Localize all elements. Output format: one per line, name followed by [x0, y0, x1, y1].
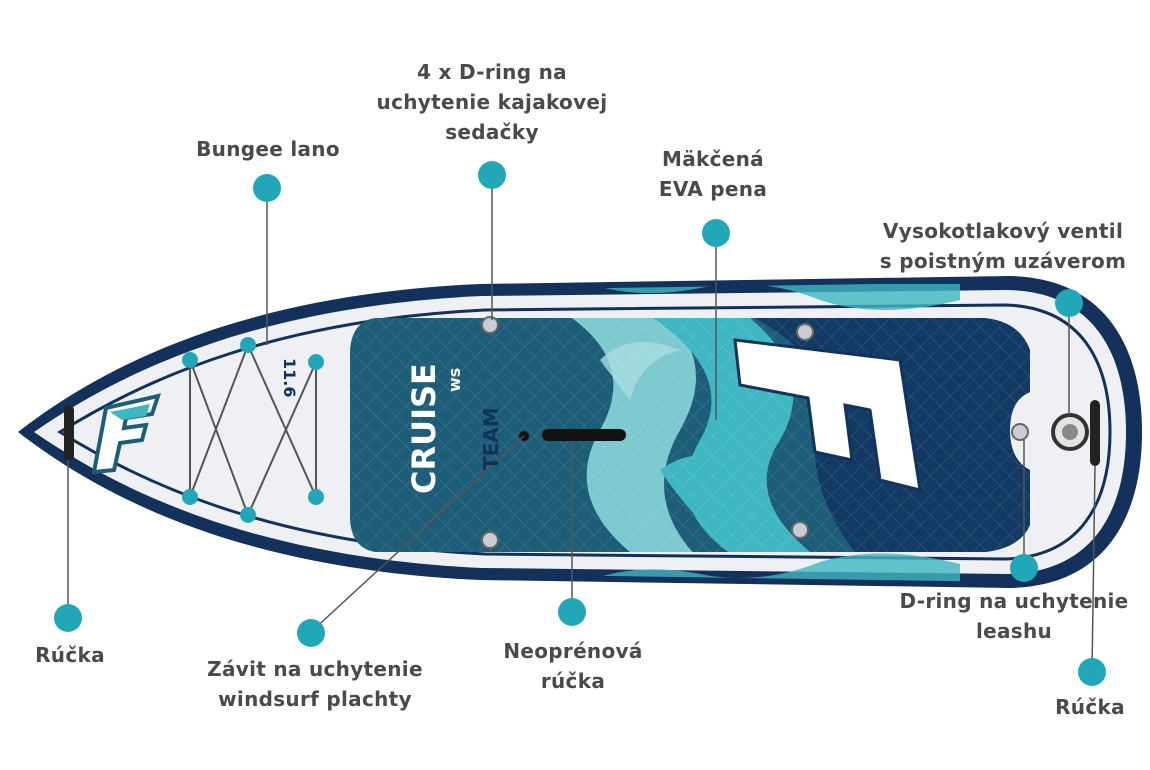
- board-size-mark: 11.6: [280, 358, 299, 397]
- board-team-text: TEAM: [479, 407, 503, 470]
- callout-dot-valve: [1055, 289, 1083, 317]
- board-model-suffix: ws: [445, 368, 464, 392]
- label-bungee: Bungee lano: [196, 137, 340, 161]
- f2-logo-large: [733, 338, 922, 493]
- callout-dot-neoprene: [558, 598, 586, 626]
- label-d-rings-kayak: 4 x D-ring na uchytenie kajakovej sedačk…: [376, 60, 608, 144]
- label-valve: Vysokotlakový ventil s poistným uzáverom: [879, 219, 1127, 273]
- callout-dot-windsurf: [297, 619, 325, 647]
- label-leash-d-ring: D-ring na uchytenie leashu: [899, 589, 1129, 643]
- f2-logo-small: [91, 393, 162, 475]
- label-handle-left: Rúčka: [35, 643, 105, 667]
- leader-lines: [67, 176, 1096, 673]
- callout-dot-leash: [1010, 554, 1038, 582]
- callout-dot-handle-right: [1078, 658, 1106, 686]
- label-eva-foam: Mäkčená EVA pena: [658, 147, 768, 201]
- deck-pad: [350, 318, 1030, 552]
- neoprene-handle: [542, 429, 626, 441]
- tail-handle: [1090, 400, 1100, 466]
- callout-dot-d-rings: [478, 161, 506, 189]
- callout-dot-bungee: [253, 174, 281, 202]
- label-handle-right: Rúčka: [1055, 695, 1125, 719]
- board-model-text: CRUISE: [405, 363, 443, 494]
- callout-dot-handle-left: [54, 604, 82, 632]
- nose-handle: [64, 405, 74, 461]
- label-neoprene-handle: Neoprénová rúčka: [503, 639, 643, 693]
- bungee-system: [189, 344, 317, 516]
- callout-dot-eva: [702, 219, 730, 247]
- label-windsurf-thread: Závit na uchytenie windsurf plachty: [207, 657, 423, 711]
- callout-dots: [54, 161, 1106, 686]
